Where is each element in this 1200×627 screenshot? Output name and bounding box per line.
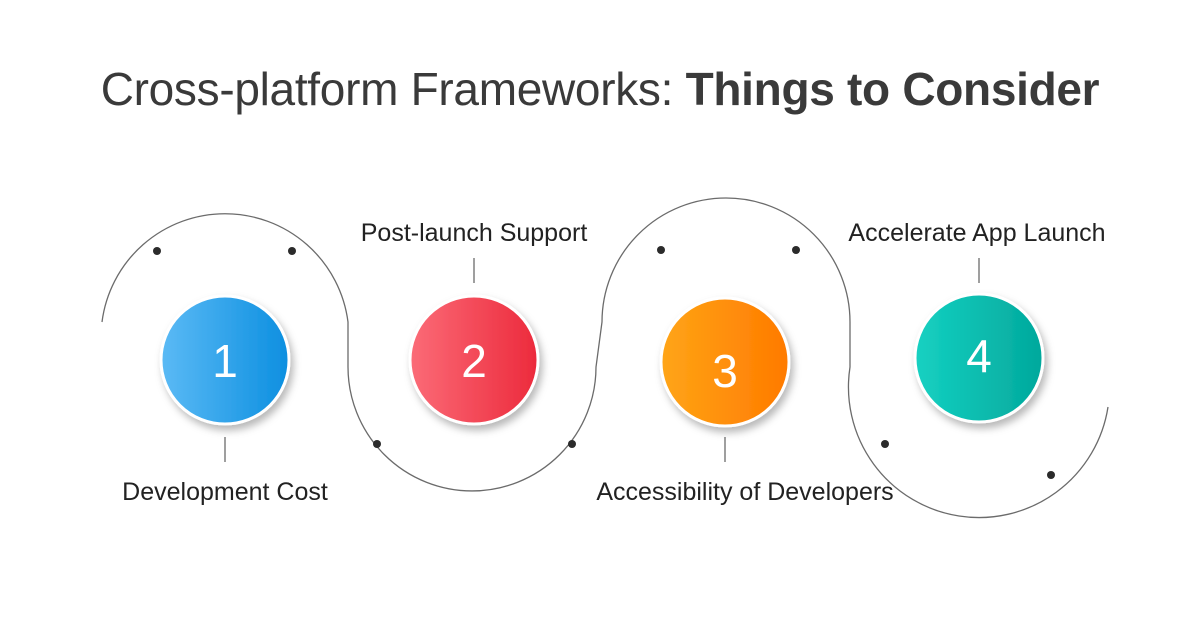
step-4-circle xyxy=(913,292,1045,424)
step-3-number: 3 xyxy=(712,345,738,397)
step-1-node: 1 xyxy=(159,294,291,426)
step-4-label: Accelerate App Launch xyxy=(848,219,1106,247)
step-2-number: 2 xyxy=(461,335,487,387)
wave-line xyxy=(101,197,1109,519)
wave-dot xyxy=(373,440,381,448)
wave-dots xyxy=(153,246,1055,479)
step-1-circle xyxy=(159,294,291,426)
step-2-circle xyxy=(408,294,540,426)
wave-dot xyxy=(881,440,889,448)
wave-dot xyxy=(568,440,576,448)
wave-dot xyxy=(792,246,800,254)
wave-dot xyxy=(153,247,161,255)
title-bold: Things to Consider xyxy=(685,63,1100,115)
step-3-label: Accessibility of Developers xyxy=(596,478,894,506)
wave-dot xyxy=(288,247,296,255)
step-1-label: Development Cost xyxy=(122,478,328,506)
step-2-node: 2 xyxy=(408,294,540,426)
connector-ticks xyxy=(224,258,980,462)
step-4-number: 4 xyxy=(966,330,992,382)
step-3-circle xyxy=(659,296,791,428)
step-1-number: 1 xyxy=(212,335,238,387)
step-4-node: 4 xyxy=(913,292,1045,424)
title-regular: Cross-platform Frameworks: xyxy=(100,63,686,115)
wave-dot xyxy=(1047,471,1055,479)
step-3-node: 3 xyxy=(659,296,791,428)
page-title: Cross-platform Frameworks: Things to Con… xyxy=(0,62,1200,116)
step-2-label: Post-launch Support xyxy=(360,219,588,247)
wave-dot xyxy=(657,246,665,254)
